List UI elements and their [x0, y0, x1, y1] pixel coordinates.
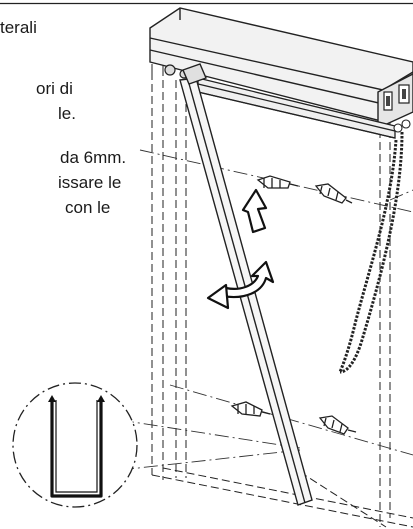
instruction-line: con le: [65, 198, 111, 217]
wall-plug-icon: [230, 401, 271, 417]
instruction-line: issare le: [58, 173, 122, 192]
bead-chain-icon: [338, 119, 411, 374]
mounting-guide-lines: [119, 149, 413, 471]
wall-plug-icon: [256, 175, 299, 189]
tilted-support-bar: [179, 63, 313, 506]
wall-plug-icon: [314, 183, 353, 204]
instruction-line: terali: [0, 18, 37, 37]
instruction-line: ori di: [36, 79, 73, 98]
instruction-line: da 6mm.: [60, 148, 127, 167]
wall-plug-icon: [318, 415, 357, 435]
u-bracket-detail-icon: [12, 382, 138, 508]
blind-fabric: [197, 91, 396, 139]
instruction-line: le.: [58, 104, 76, 123]
up-arrow-icon: [241, 188, 268, 234]
rotate-arrow-icon: [206, 260, 275, 310]
end-cap-slot: [386, 96, 390, 106]
end-cap-slot: [402, 89, 406, 99]
